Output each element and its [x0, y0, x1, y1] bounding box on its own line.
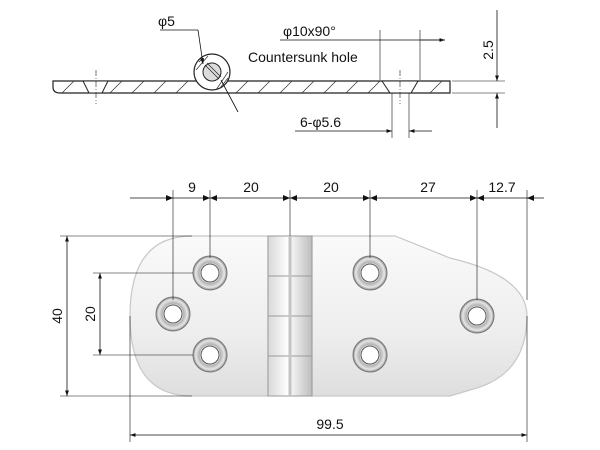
pin-diameter-label: φ5	[158, 13, 175, 29]
height-dimension: 40	[49, 235, 192, 397]
countersink-hole-label: Countersunk hole	[248, 49, 358, 65]
side-view: φ5 φ10x90° Countersunk hole 2.5 6-φ5.6	[52, 10, 505, 138]
hole-spacing-dimension: 20	[82, 272, 193, 356]
hole-spec-label: 6-φ5.6	[300, 114, 341, 130]
hole-spacing-label: 20	[82, 306, 98, 322]
hole	[155, 296, 191, 332]
dim-20b: 20	[323, 179, 339, 195]
side-countersink-left	[82, 80, 109, 94]
side-plate	[52, 80, 451, 94]
hinge-knuckles	[267, 235, 313, 397]
dim-27: 27	[420, 179, 436, 195]
right-leaf	[311, 235, 528, 397]
hole	[192, 255, 228, 291]
dim-9: 9	[188, 179, 196, 195]
hole	[192, 337, 228, 373]
dim-20a: 20	[243, 179, 259, 195]
hole	[352, 255, 388, 291]
countersink-spec-label: φ10x90°	[283, 23, 336, 39]
hole	[352, 337, 388, 373]
dim-12-7: 12.7	[488, 179, 515, 195]
top-view: 9 20 20 27 12.7 40 20 99.5	[49, 179, 544, 442]
thickness-label: 2.5	[480, 40, 496, 60]
top-dimension-chain: 9 20 20 27 12.7	[130, 179, 544, 300]
side-knuckle	[193, 53, 231, 91]
side-hatch	[61, 80, 443, 94]
length-label: 99.5	[316, 416, 343, 432]
length-dimension: 99.5	[129, 316, 528, 442]
hole	[459, 298, 495, 334]
mounting-holes	[155, 255, 495, 373]
height-label: 40	[49, 308, 65, 324]
